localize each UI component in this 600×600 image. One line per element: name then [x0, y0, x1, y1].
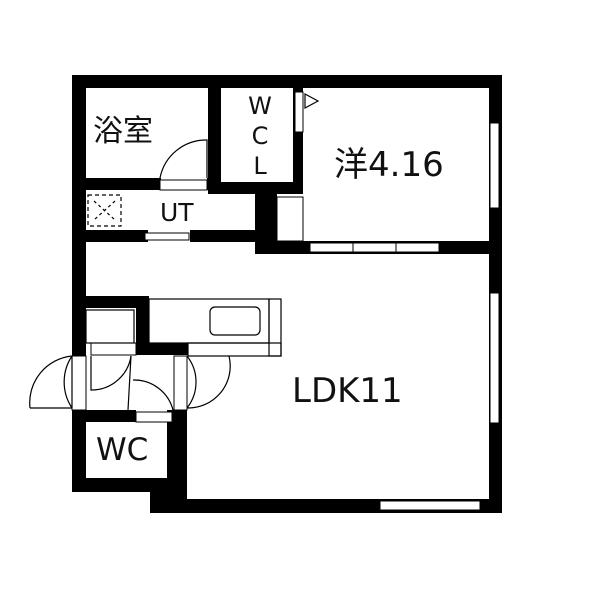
room-label-western: 洋4.16 [334, 145, 444, 185]
wcl-line-c: C [251, 122, 269, 150]
wcl-line-l: L [253, 152, 267, 180]
wcl-line-w: W [248, 92, 272, 120]
room-label-utility: UT [160, 198, 194, 227]
room-label-bath: 浴室 [93, 114, 153, 149]
room-label-wcl: W C L [246, 94, 274, 178]
room-label-toilet: WC [96, 432, 149, 468]
room-label-ldk: LDK11 [292, 371, 403, 411]
